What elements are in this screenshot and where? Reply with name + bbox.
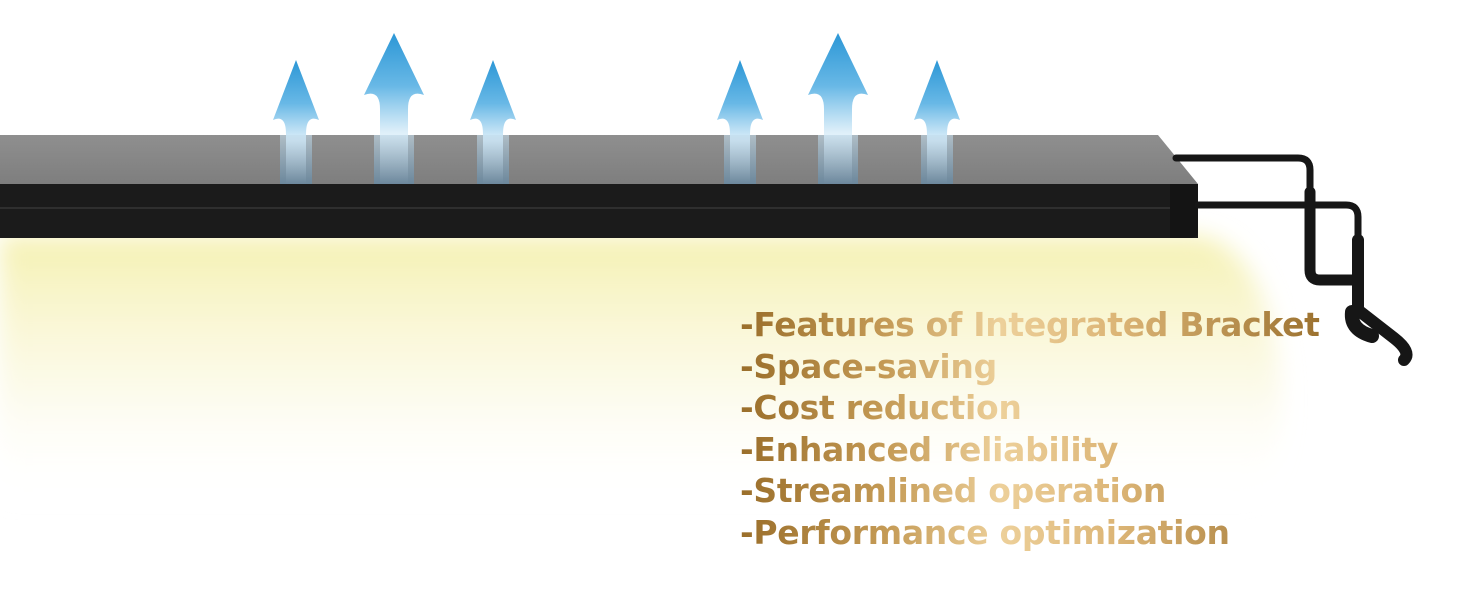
up-arrow-icon: [717, 60, 763, 184]
feature-list: -Features of Integrated Bracket -Space-s…: [740, 304, 1320, 553]
up-arrow-icon: [914, 60, 960, 184]
bar-top-face: [0, 135, 1198, 184]
up-arrow-icon: [364, 33, 424, 184]
bar-front-face: [0, 184, 1198, 238]
arrow-group: [273, 33, 960, 184]
feature-item-integrated-bracket: -Features of Integrated Bracket: [740, 305, 1320, 344]
up-arrow-icon: [808, 33, 868, 184]
feature-item-cost-reduction: -Cost reduction: [740, 387, 1320, 429]
feature-item-enhanced-reliability: -Enhanced reliability: [740, 429, 1320, 471]
integrated-bracket: [1172, 154, 1413, 366]
up-arrow-icon: [273, 60, 319, 184]
feature-item-space-saving: -Space-saving: [740, 346, 1320, 388]
bar-right-end: [1170, 184, 1198, 238]
feature-item-performance-optimization: -Performance optimization: [740, 512, 1320, 554]
light-glow: [0, 236, 1281, 505]
up-arrow-icon: [470, 60, 516, 184]
feature-item-streamlined-operation: -Streamlined operation: [740, 470, 1320, 512]
